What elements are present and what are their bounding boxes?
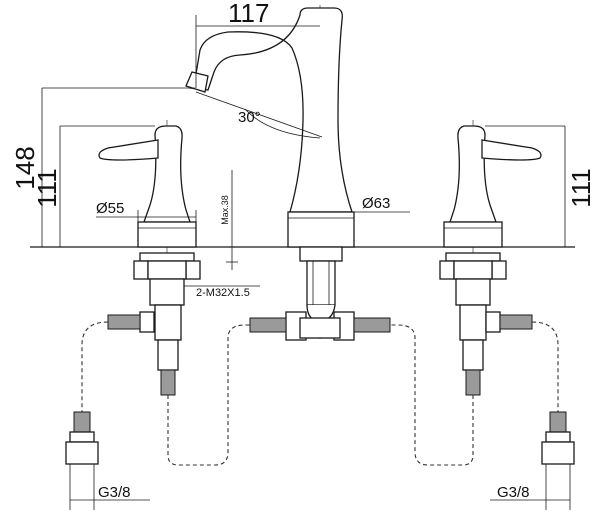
- left-inlet-fitting: [65, 411, 150, 510]
- dim-left-handle-height: 111: [32, 168, 62, 208]
- left-connection-label: G3/8: [98, 484, 131, 501]
- thread-spec-label: 2-M32X1.5: [196, 287, 250, 299]
- right-inlet-fitting: [490, 411, 575, 510]
- dim-angle: 30°: [238, 109, 261, 126]
- dim-right-handle-height: 111: [566, 168, 596, 208]
- dim-total-height: 148: [10, 146, 40, 189]
- dim-left-base-diameter: Ø55: [96, 200, 124, 217]
- dim-spout-base-diameter: Ø63: [362, 195, 390, 212]
- angle-indicator: [195, 91, 323, 139]
- spout-body: [185, 7, 355, 248]
- dim-spout-reach: 117: [228, 0, 269, 28]
- left-handle-valve: [98, 125, 201, 396]
- spout-shank: [299, 246, 343, 323]
- right-handle-valve: [439, 125, 542, 396]
- right-connection-label: G3/8: [497, 484, 530, 501]
- dim-max-deck: Max.38: [220, 195, 230, 225]
- tee-connector: [249, 311, 391, 341]
- supply-hoses: [81, 321, 559, 466]
